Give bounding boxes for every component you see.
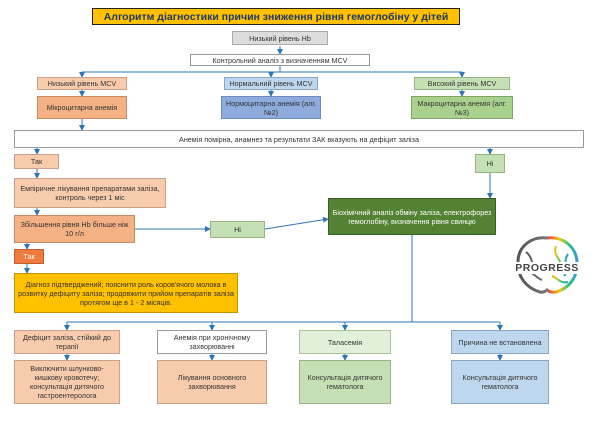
node-iron-deficiency: Дефіцит заліза, стійкий до терапії	[14, 330, 120, 354]
node-empiric-treatment: Емпіричне лікування препаратами заліза, …	[14, 178, 166, 208]
node-cause-unknown: Причина не встановлена	[451, 330, 549, 354]
node-no-2: Ні	[210, 221, 265, 238]
node-question: Анемія помірна, анамнез та результати ЗА…	[14, 130, 584, 148]
node-normocytic: Нормоцитарна анемія (алг.№2)	[221, 96, 321, 119]
node-no-1: Ні	[475, 154, 505, 173]
node-high-mcv: Високий рівень MCV	[414, 77, 510, 90]
node-low-hb: Низький рівень Hb	[232, 31, 328, 45]
node-low-mcv: Низький рівень MCV	[37, 77, 127, 90]
node-microcytic: Мікроцитарна анемія	[37, 96, 127, 119]
node-yes-2: Так	[14, 249, 44, 264]
node-diagnosis-confirmed: Діагноз підтверджений; пояснити роль кор…	[14, 273, 238, 313]
node-yes-1: Так	[14, 154, 59, 169]
progress-logo-text: PROGRESS	[512, 262, 582, 274]
node-treat-disease: Лікування основного захворювання	[157, 360, 267, 404]
node-gi-bleeding: Виключити шлунково-кишкову кровотечу; ко…	[14, 360, 120, 404]
node-chronic-anemia: Анемія при хронічному захворюванні	[157, 330, 267, 354]
diagram-title: Алгоритм діагностики причин зниження рів…	[92, 8, 460, 25]
node-control-mcv: Контрольний аналіз з визначенням MCV	[190, 54, 370, 66]
node-consult-hematologist-2: Консультація дитячого гематолога	[451, 360, 549, 404]
node-thalassemia: Таласемія	[299, 330, 391, 354]
node-macrocytic: Макроцитарна анемія (алг.№3)	[411, 96, 513, 119]
node-hb-increase: Збільшення рівня Hb більше ніж 10 г/л	[14, 215, 135, 243]
node-normal-mcv: Нормальний рівень MCV	[224, 77, 318, 90]
node-consult-hematologist-1: Консультація дитячого гематолога	[299, 360, 391, 404]
node-biochem-analysis: Біохімічний аналіз обміну заліза, електр…	[328, 198, 496, 235]
